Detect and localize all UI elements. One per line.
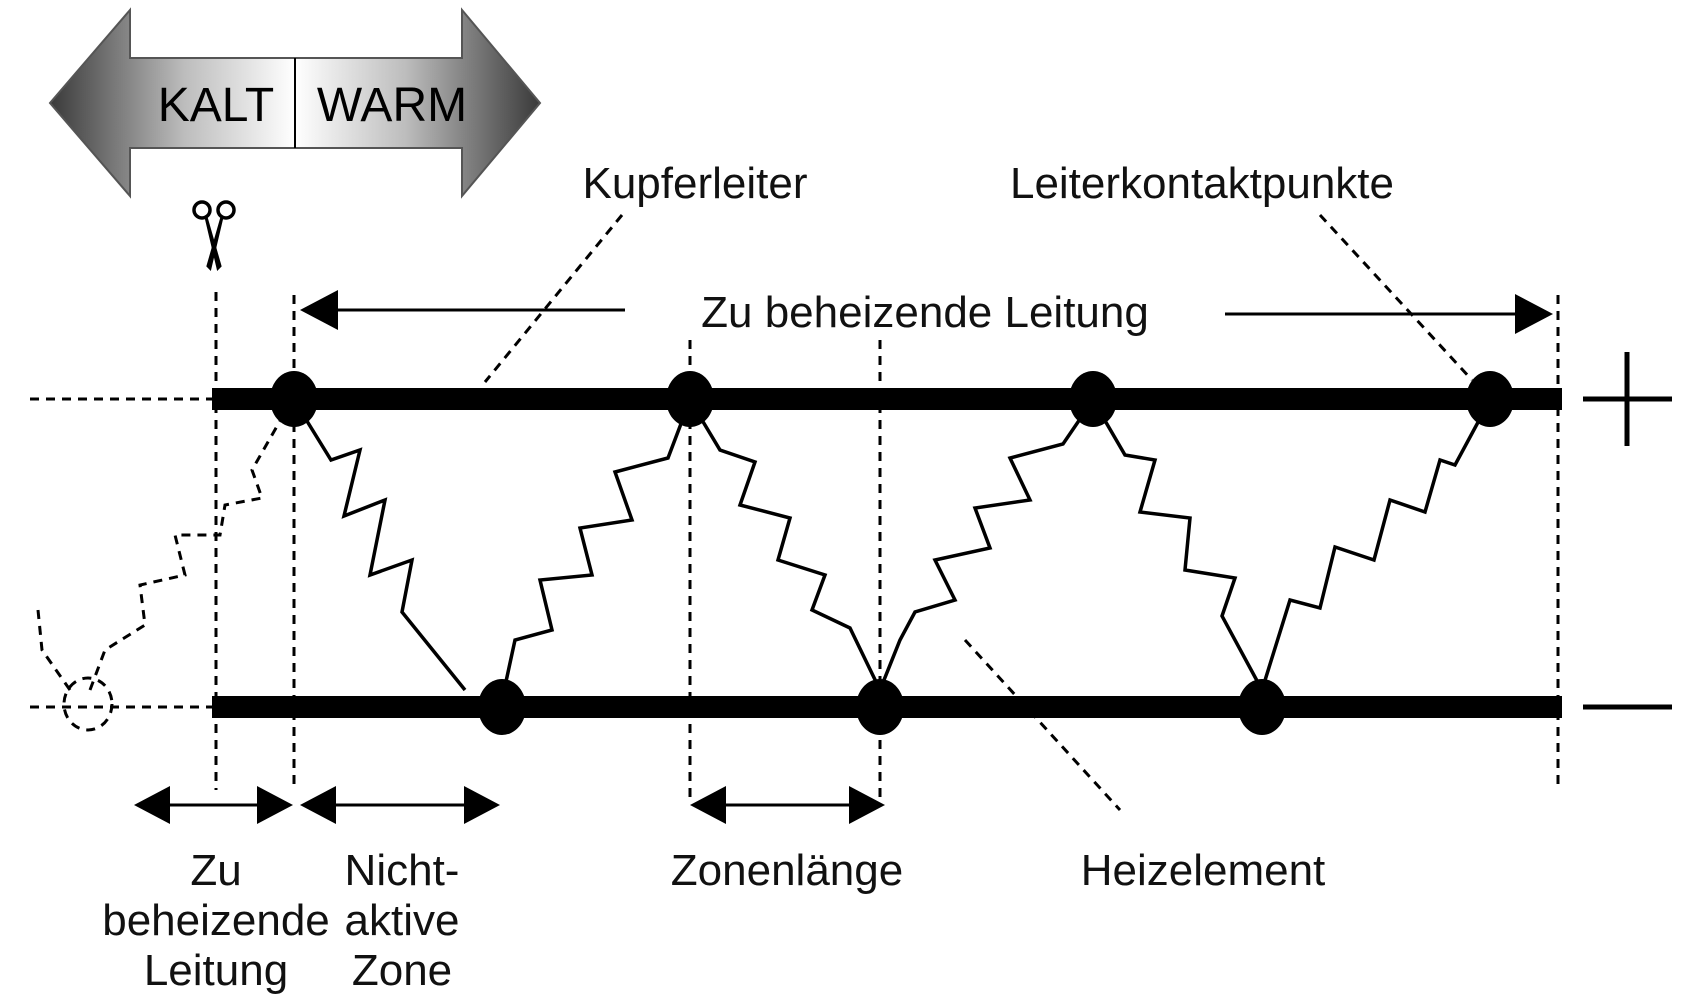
scissors-icon	[192, 200, 236, 271]
cold-lead-label: Zu beheizende Leitung	[102, 846, 330, 995]
heated-length-label: Zu beheizende Leitung	[701, 288, 1149, 337]
contact-points	[270, 371, 1514, 735]
heating-element	[292, 399, 1492, 701]
svg-text:Zone: Zone	[352, 946, 452, 995]
zigzag-6	[1260, 399, 1492, 691]
zigzag-1	[292, 399, 467, 692]
contact-point	[1069, 371, 1117, 427]
kalt-warm-arrow: KALT WARM	[48, 7, 542, 199]
zigzag-4	[878, 399, 1095, 691]
heizelement-label: Heizelement	[1081, 846, 1326, 895]
svg-text:Zu: Zu	[190, 846, 241, 895]
contact-point	[270, 371, 318, 427]
heated-length-dimension: Zu beheizende Leitung	[300, 288, 1553, 337]
contact-point	[856, 679, 904, 735]
kontaktpunkte-leader	[1318, 213, 1474, 382]
cold-lead-extension	[30, 397, 294, 732]
contact-point	[478, 679, 526, 735]
kalt-arrow-half	[48, 7, 296, 199]
zonenlaenge-label: Zonenlänge	[671, 846, 903, 895]
contact-point	[666, 371, 714, 427]
kalt-label: KALT	[158, 79, 274, 132]
upper-conductor	[212, 388, 1562, 410]
contact-point	[1238, 679, 1286, 735]
warm-label: WARM	[317, 79, 467, 132]
zigzag-2	[500, 399, 692, 701]
heizelement-leader	[963, 638, 1122, 812]
svg-text:Leitung: Leitung	[144, 946, 288, 995]
warm-arrow-half	[294, 7, 542, 199]
zigzag-3	[688, 399, 882, 691]
bottom-dimensions	[134, 786, 885, 824]
zigzag-5	[1091, 399, 1264, 691]
plus-sign	[1583, 352, 1672, 446]
leiterkontaktpunkte-label: Leiterkontaktpunkte	[1010, 159, 1394, 208]
svg-text:Nicht-: Nicht-	[345, 846, 460, 895]
kupferleiter-label: Kupferleiter	[582, 159, 807, 208]
svg-text:beheizende: beheizende	[102, 896, 330, 945]
contact-point	[1466, 371, 1514, 427]
inactive-zone-label: Nicht- aktive Zone	[345, 846, 460, 995]
kupferleiter-leader	[483, 214, 624, 383]
svg-text:aktive: aktive	[345, 896, 460, 945]
